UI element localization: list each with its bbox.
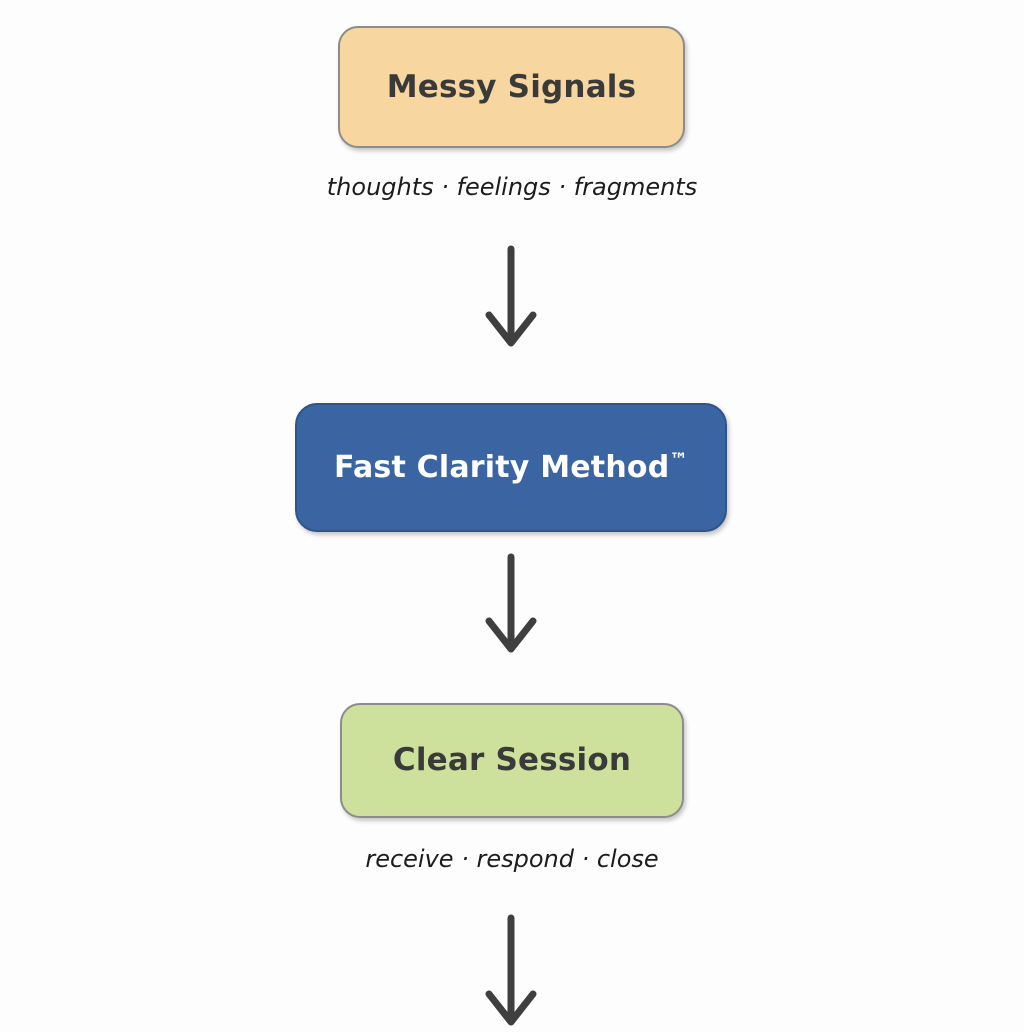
node-fast-clarity-method-label: Fast Clarity Method™ <box>334 450 688 485</box>
node-fast-clarity-method-title: Fast Clarity Method <box>334 450 670 485</box>
node-messy-signals-label: Messy Signals <box>386 68 637 105</box>
arrow-down-icon <box>485 914 537 1026</box>
caption-inputs: thoughts · feelings · fragments <box>0 173 1024 201</box>
arrow-down-session-out <box>0 912 1024 1032</box>
arrow-down-icon <box>485 245 537 347</box>
caption-outputs-text: receive · respond · close <box>365 845 659 873</box>
node-clear-session[interactable]: Clear Session <box>340 703 684 818</box>
arrow-down-icon <box>485 553 537 653</box>
node-clear-session-label: Clear Session <box>392 742 632 778</box>
trademark-symbol: ™ <box>669 450 688 471</box>
caption-inputs-text: thoughts · feelings · fragments <box>326 173 698 201</box>
node-messy-signals[interactable]: Messy Signals <box>338 26 685 148</box>
caption-outputs: receive · respond · close <box>0 845 1024 873</box>
arrow-down-method-to-session <box>0 551 1024 659</box>
node-fast-clarity-method[interactable]: Fast Clarity Method™ <box>295 403 727 532</box>
arrow-down-signals-to-method <box>0 243 1024 353</box>
